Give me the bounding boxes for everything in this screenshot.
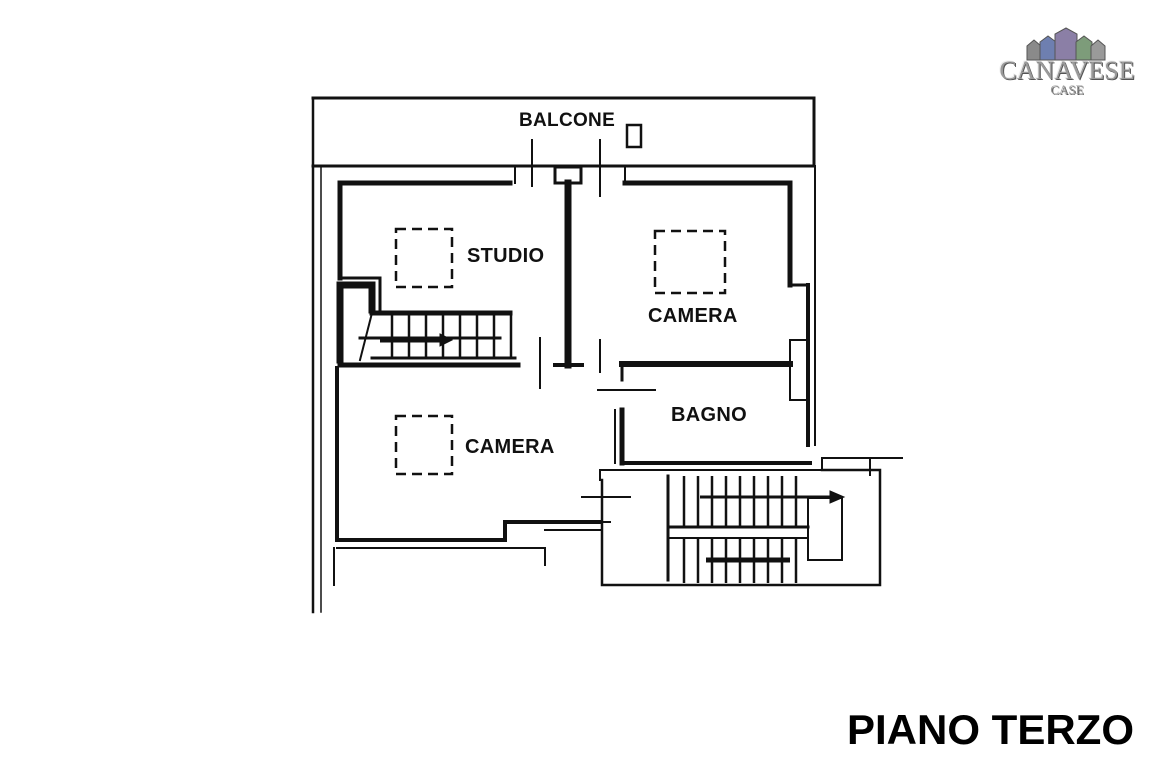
room-label-camera-left: CAMERA (465, 436, 555, 458)
room-label-studio: STUDIO (467, 245, 545, 267)
logo-subtitle: CASE (1050, 82, 1084, 97)
logo-house (1039, 35, 1057, 61)
studio-skylight (394, 227, 454, 289)
floor-title: PIANO TERZO (846, 706, 1134, 753)
studio-stair-arrow (380, 333, 454, 347)
balcony-outline (311, 96, 816, 614)
stair-core (581, 457, 903, 587)
camera-left-skylight (394, 414, 454, 476)
logo-house (1054, 27, 1078, 61)
room-label-balcone: BALCONE (519, 110, 616, 131)
logo-house (1075, 35, 1093, 61)
logo-house (1026, 39, 1042, 61)
room-label-bagno: BAGNO (671, 404, 747, 426)
studio-stair (336, 276, 517, 364)
chimney-box (625, 123, 643, 149)
camera-right-skylight (653, 229, 727, 295)
logo-house (1090, 39, 1106, 61)
interior-partitions (337, 165, 823, 481)
logo-wordmark: CANAVESE (999, 56, 1135, 85)
balcony-doors (531, 139, 601, 197)
exterior-walls (333, 165, 816, 586)
canavese-logo: CANAVESE CASE (992, 14, 1142, 100)
houses-icon (1026, 27, 1106, 61)
room-label-camera-right: CAMERA (648, 305, 738, 327)
core-upper-arrow (700, 490, 846, 504)
